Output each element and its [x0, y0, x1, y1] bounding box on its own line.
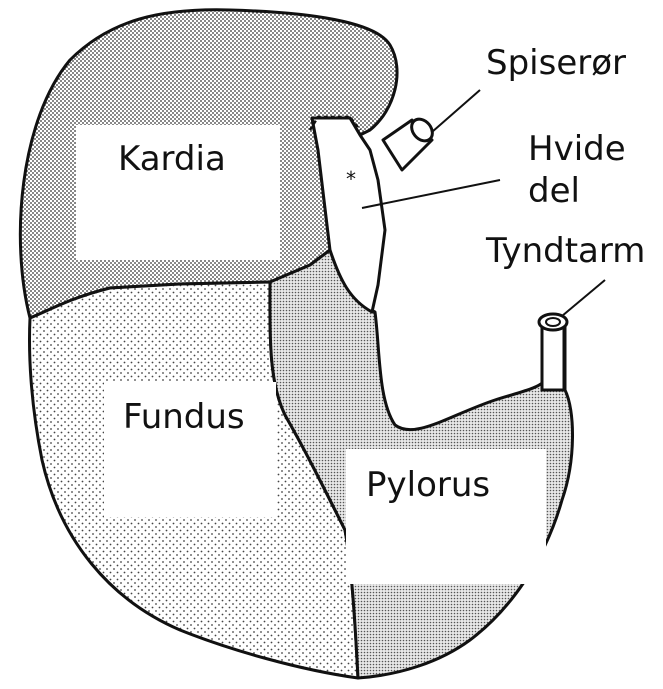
kardia-label: Kardia	[118, 140, 226, 179]
fundus-label: Fundus	[123, 398, 245, 437]
small-intestine-stub	[542, 322, 564, 390]
small-intestine-lumen	[546, 318, 560, 326]
spiseroer-leader-line	[432, 90, 480, 132]
hvide-del-leader-line	[362, 180, 500, 208]
tyndtarm-label: Tyndtarm	[486, 232, 645, 271]
pylorus-label: Pylorus	[366, 466, 490, 505]
tyndtarm-leader-line	[562, 280, 605, 316]
hvide-label-line1: Hvide	[528, 130, 626, 169]
spiseroer-label: Spiserør	[486, 44, 626, 83]
asterisk-mark: *	[346, 167, 356, 191]
hvide-label-line2: del	[528, 172, 580, 211]
